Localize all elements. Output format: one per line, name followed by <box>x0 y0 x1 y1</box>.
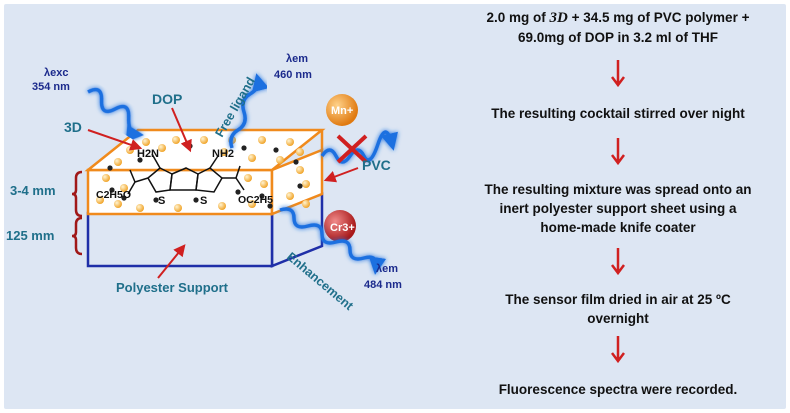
dop-particle <box>260 180 268 188</box>
film-particles <box>96 136 310 212</box>
enhancement-label: Enhancement <box>284 250 356 314</box>
molecule-ester-left: C2H5O <box>96 189 131 201</box>
dop-particle <box>200 136 208 144</box>
dop-particle <box>220 148 228 156</box>
step-4: The sensor film dried in air at 25 ºC ov… <box>458 290 778 328</box>
dop-particle <box>114 158 122 166</box>
dop-particle <box>114 200 122 208</box>
lambda-exc-label: λexc <box>44 67 68 79</box>
polyester-support-label: Polyester Support <box>116 280 229 295</box>
chromium-ion-label: Cr3+ <box>330 222 355 234</box>
three-d-particle <box>273 147 279 153</box>
dop-particle <box>158 144 166 152</box>
three-d-particle <box>121 195 127 201</box>
three-d-particle <box>235 189 241 195</box>
step-1-prefix: 2.0 mg of <box>486 10 550 25</box>
quenched-wave <box>320 130 398 164</box>
step-2: The resulting cocktail stirred over nigh… <box>491 106 745 121</box>
molecule-sulfur-left: S <box>158 195 165 207</box>
enhancement-wave <box>279 207 387 275</box>
lambda-exc-value: 354 nm <box>32 81 70 93</box>
dop-particle <box>120 184 128 192</box>
dop-particle <box>142 138 150 146</box>
support-thickness-label: 125 mm <box>6 228 54 243</box>
dop-particle <box>244 174 252 182</box>
step-3-line1: The resulting mixture was spread onto an <box>484 182 752 197</box>
dop-particle <box>296 148 304 156</box>
step-1: 2.0 mg of 3D + 34.5 mg of PVC polymer + … <box>458 8 778 47</box>
step-4-line1: The sensor film dried in air at 25 ºC <box>505 292 731 307</box>
molecule-amine-left: H2N <box>137 148 159 160</box>
quench-cross-icon <box>336 134 368 164</box>
lambda-em-top-value: 460 nm <box>274 69 312 81</box>
film-thickness-bracket <box>71 170 83 218</box>
polyester-support-arrow <box>157 244 186 279</box>
excitation-wave <box>87 87 144 143</box>
step-1-line2: 69.0mg of DOP in 3.2 ml of THF <box>517 30 719 45</box>
dop-particle <box>172 136 180 144</box>
dop-particle <box>258 136 266 144</box>
dop-particle <box>276 156 284 164</box>
dop-particle <box>302 180 310 188</box>
dop-particle <box>248 200 256 208</box>
dop-particle <box>174 204 182 212</box>
three-d-particle <box>297 183 303 189</box>
molecule-amine-right: NH2 <box>212 148 234 160</box>
dop-particle <box>96 196 104 204</box>
three-d-particle <box>267 203 273 209</box>
three-d-label: 3D <box>64 119 82 135</box>
step-5: Fluorescence spectra were recorded. <box>498 382 738 397</box>
support-thickness-bracket <box>71 216 83 256</box>
three-d-particle <box>241 145 247 151</box>
pvc-arrow <box>323 167 359 183</box>
metal-ion-ball <box>326 94 358 126</box>
dop-particle <box>302 200 310 208</box>
chromium-ion-ball <box>324 210 356 242</box>
three-d-particle <box>137 157 143 163</box>
dop-particle <box>218 202 226 210</box>
step-1-compound: 3D <box>549 10 568 26</box>
step-3-line2: inert polyester support sheet using a <box>499 201 737 216</box>
molecule-ester-right: OC2H5 <box>238 194 273 206</box>
dop-particle <box>102 174 110 182</box>
step-1-suffix: + 34.5 mg of PVC polymer + <box>567 10 750 25</box>
three-d-particle <box>153 197 159 203</box>
three-d-arrow <box>87 129 143 151</box>
three-d-particle <box>193 197 199 203</box>
step-4-line2: overnight <box>587 311 649 326</box>
dop-particle <box>248 154 256 162</box>
free-ligand-wave <box>229 73 270 149</box>
lambda-em-bottom-label: λem <box>376 263 398 275</box>
three-d-particle <box>293 159 299 165</box>
step-3-line3: home-made knife coater <box>540 220 696 235</box>
lambda-em-top-label: λem <box>286 53 308 65</box>
dop-arrow <box>171 107 192 153</box>
three-d-particle <box>109 187 115 193</box>
dop-label: DOP <box>152 91 182 107</box>
three-d-particle <box>107 165 113 171</box>
flow-arrows <box>611 60 625 364</box>
three-d-particle <box>259 193 265 199</box>
film-thickness-label: 3-4 mm <box>10 183 56 198</box>
pvc-label: PVC <box>362 157 391 173</box>
step-3: The resulting mixture was spread onto an… <box>458 180 778 237</box>
dop-particle <box>286 192 294 200</box>
dop-particle <box>126 146 134 154</box>
lambda-em-bottom-value: 484 nm <box>364 279 402 291</box>
molecule-3d <box>127 153 245 195</box>
dop-particle <box>296 166 304 174</box>
molecule-sulfur-right: S <box>200 195 207 207</box>
dop-particle <box>286 138 294 146</box>
dop-particle <box>136 204 144 212</box>
metal-ion-label: Mn+ <box>331 105 353 117</box>
